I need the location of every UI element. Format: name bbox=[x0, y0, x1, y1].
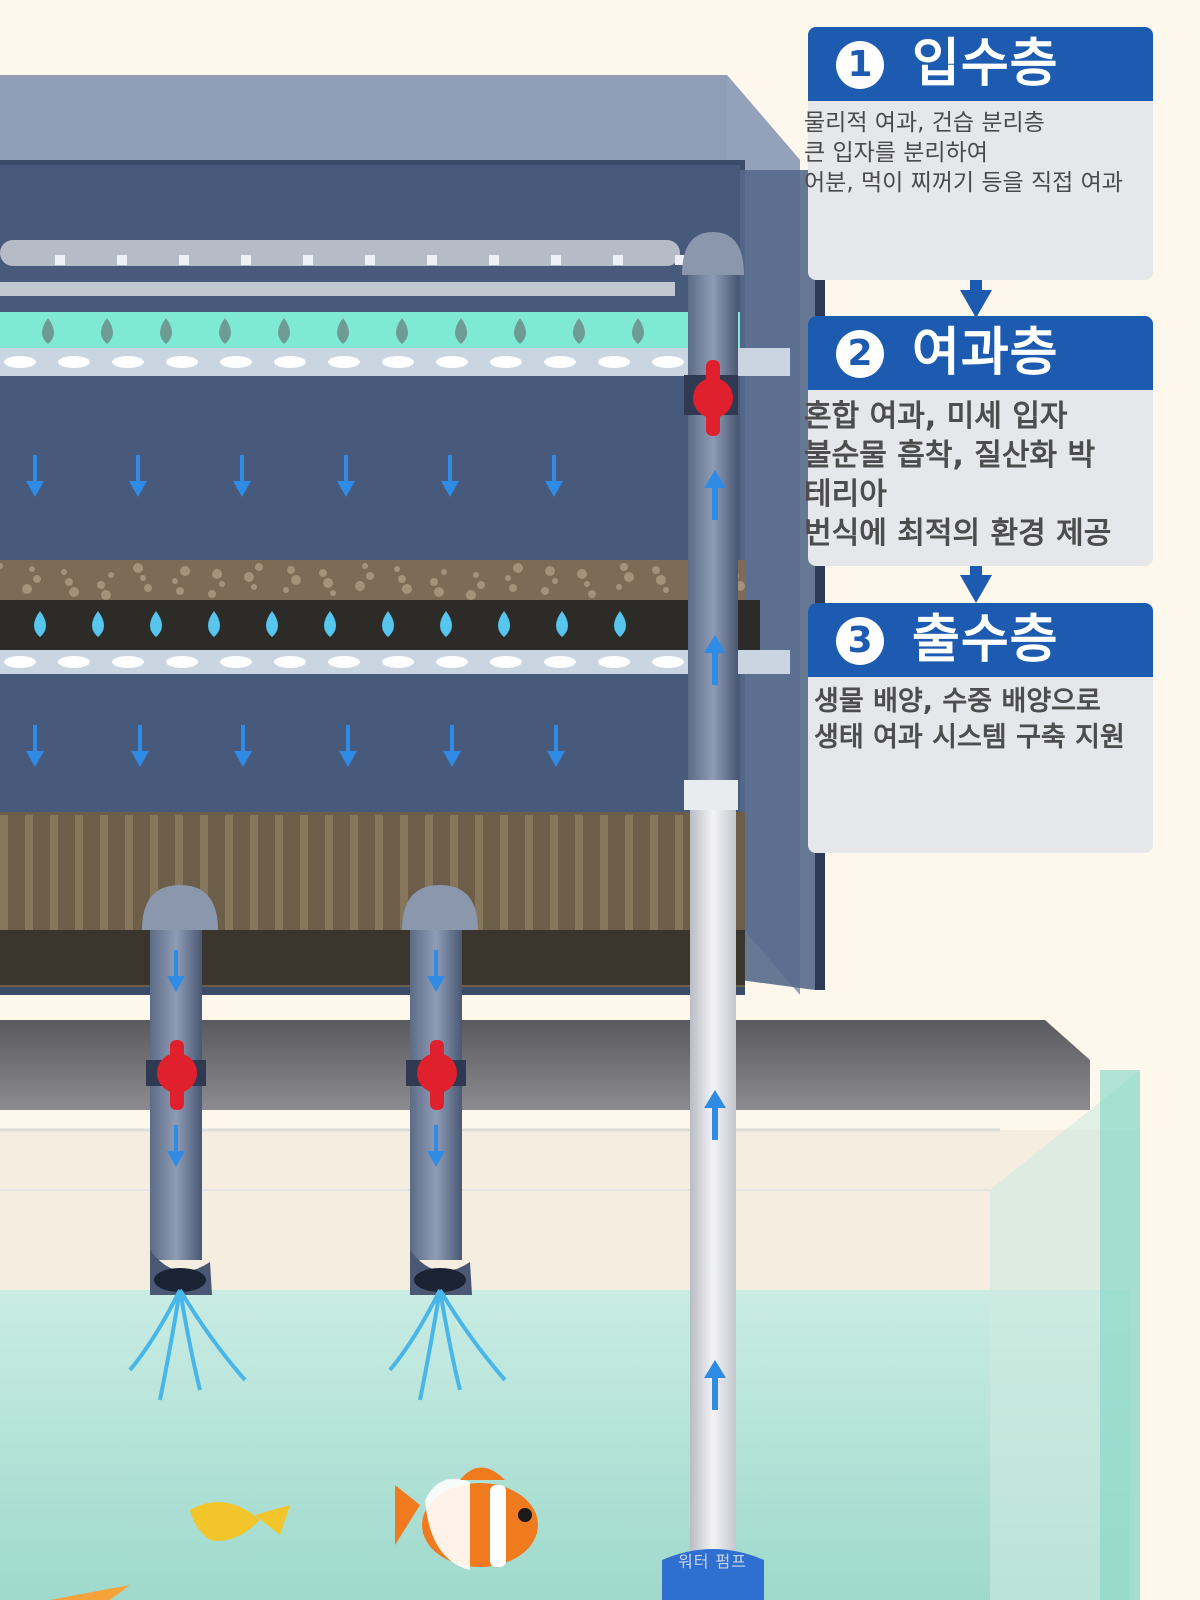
support-board bbox=[0, 1020, 1090, 1110]
description-line: 어분, 먹이 찌꺼기 등을 직접 여과 bbox=[804, 170, 1123, 196]
water-drop-icon bbox=[42, 318, 54, 344]
water-drop-icon bbox=[92, 611, 104, 637]
up-arrow-icon bbox=[704, 470, 726, 520]
water-drop-icon bbox=[440, 611, 452, 637]
panel-title: 입수층 bbox=[912, 34, 1059, 94]
up-arrow-icon bbox=[704, 635, 726, 685]
down-arrow-icon bbox=[26, 725, 44, 767]
up-arrow-icon bbox=[704, 1360, 726, 1410]
water-pump-label: 워터 펌프 bbox=[678, 1552, 747, 1571]
panel-description: 물리적 여과, 건습 분리층 큰 입자를 분리하여 어분, 먹이 찌꺼기 등을 … bbox=[804, 101, 1153, 198]
water-drop-icon bbox=[514, 318, 526, 344]
water-drop-icon bbox=[455, 318, 467, 344]
clownfish bbox=[395, 1467, 538, 1570]
inlet-pipe bbox=[682, 232, 744, 1560]
water-drop-icon bbox=[556, 611, 568, 637]
down-arrow-icon bbox=[233, 455, 251, 497]
water-drop-icon bbox=[632, 318, 644, 344]
water-drop-icon bbox=[573, 318, 585, 344]
water-drop-icon bbox=[382, 611, 394, 637]
panel-description: 혼합 여과, 미세 입자 불순물 흡착, 질산화 박 테리아 번식에 최적의 환… bbox=[804, 390, 1153, 553]
down-arrow-icon bbox=[443, 725, 461, 767]
down-arrow-icon bbox=[441, 455, 459, 497]
panel-outlet-layer: 3 출수층 생물 배양, 수중 배양으로 생태 여과 시스템 구축 지원 bbox=[808, 603, 1153, 853]
water-drop-icon bbox=[614, 611, 626, 637]
down-arrow-icon bbox=[26, 455, 44, 497]
description-line: 불순물 흡착, 질산화 박 bbox=[804, 438, 1096, 473]
down-arrow-icon bbox=[337, 455, 355, 497]
up-arrow-icon bbox=[704, 1090, 726, 1140]
water-drop-icon bbox=[219, 318, 231, 344]
filter-media-rings bbox=[0, 812, 745, 987]
panel-description: 생물 배양, 수중 배양으로 생태 여과 시스템 구축 지원 bbox=[804, 677, 1153, 756]
description-line: 물리적 여과, 건습 분리층 bbox=[804, 110, 1045, 136]
valve-icon bbox=[417, 1040, 457, 1110]
panel-header: 3 출수층 bbox=[808, 603, 1153, 677]
panel-header: 2 여과층 bbox=[808, 316, 1153, 390]
step-number-badge: 2 bbox=[836, 330, 884, 378]
description-line: 생물 배양, 수중 배양으로 bbox=[814, 686, 1101, 717]
down-arrow-icon bbox=[547, 725, 565, 767]
valve-icon bbox=[693, 360, 733, 436]
water-drop-icon bbox=[337, 318, 349, 344]
panel-title: 여과층 bbox=[912, 323, 1059, 383]
water-drop-icon bbox=[208, 611, 220, 637]
panel-filter-layer: 2 여과층 혼합 여과, 미세 입자 불순물 흡착, 질산화 박 테리아 번식에… bbox=[804, 316, 1153, 566]
water-drop-icon bbox=[150, 611, 162, 637]
water-drop-icon bbox=[396, 318, 408, 344]
valve-icon bbox=[157, 1040, 197, 1110]
water-pump bbox=[662, 1549, 764, 1600]
water-drop-icon bbox=[160, 318, 172, 344]
panel-title: 출수층 bbox=[912, 610, 1059, 670]
outlet-pipe-right bbox=[388, 885, 507, 1401]
description-line: 큰 입자를 분리하여 bbox=[804, 140, 988, 166]
outlet-pipe-left bbox=[128, 885, 247, 1401]
down-arrow-icon bbox=[167, 1125, 185, 1167]
description-line: 혼합 여과, 미세 입자 bbox=[804, 399, 1068, 434]
down-arrow-icon bbox=[234, 725, 252, 767]
water-drop-icon bbox=[498, 611, 510, 637]
down-arrow-icon bbox=[427, 950, 445, 992]
description-line: 번식에 최적의 환경 제공 bbox=[804, 516, 1112, 551]
spray-bar bbox=[0, 240, 685, 296]
water-drop-icon bbox=[34, 611, 46, 637]
panel-inlet-layer: 1 입수층 물리적 여과, 건습 분리층 큰 입자를 분리하여 어분, 먹이 찌… bbox=[804, 27, 1153, 280]
water-drop-icon bbox=[324, 611, 336, 637]
orange-fish-partial bbox=[50, 1585, 130, 1600]
panel-header: 1 입수층 bbox=[808, 27, 1153, 101]
step-number-badge: 3 bbox=[836, 617, 884, 665]
aquarium-water bbox=[0, 1290, 1130, 1600]
down-arrow-icon bbox=[545, 455, 563, 497]
water-drop-icon bbox=[278, 318, 290, 344]
step-number-badge: 1 bbox=[836, 41, 884, 89]
filter-media-gravel bbox=[0, 560, 790, 674]
down-arrow-icon bbox=[131, 725, 149, 767]
description-line: 생태 여과 시스템 구축 지원 bbox=[814, 722, 1125, 753]
water-drop-icon bbox=[101, 318, 113, 344]
yellow-fish bbox=[190, 1502, 290, 1541]
down-arrow-icon bbox=[427, 1125, 445, 1167]
down-arrow-icon bbox=[339, 725, 357, 767]
water-drop-icon bbox=[266, 611, 278, 637]
down-arrow-icon bbox=[167, 950, 185, 992]
description-line: 테리아 bbox=[804, 477, 887, 512]
down-arrow-icon bbox=[129, 455, 147, 497]
